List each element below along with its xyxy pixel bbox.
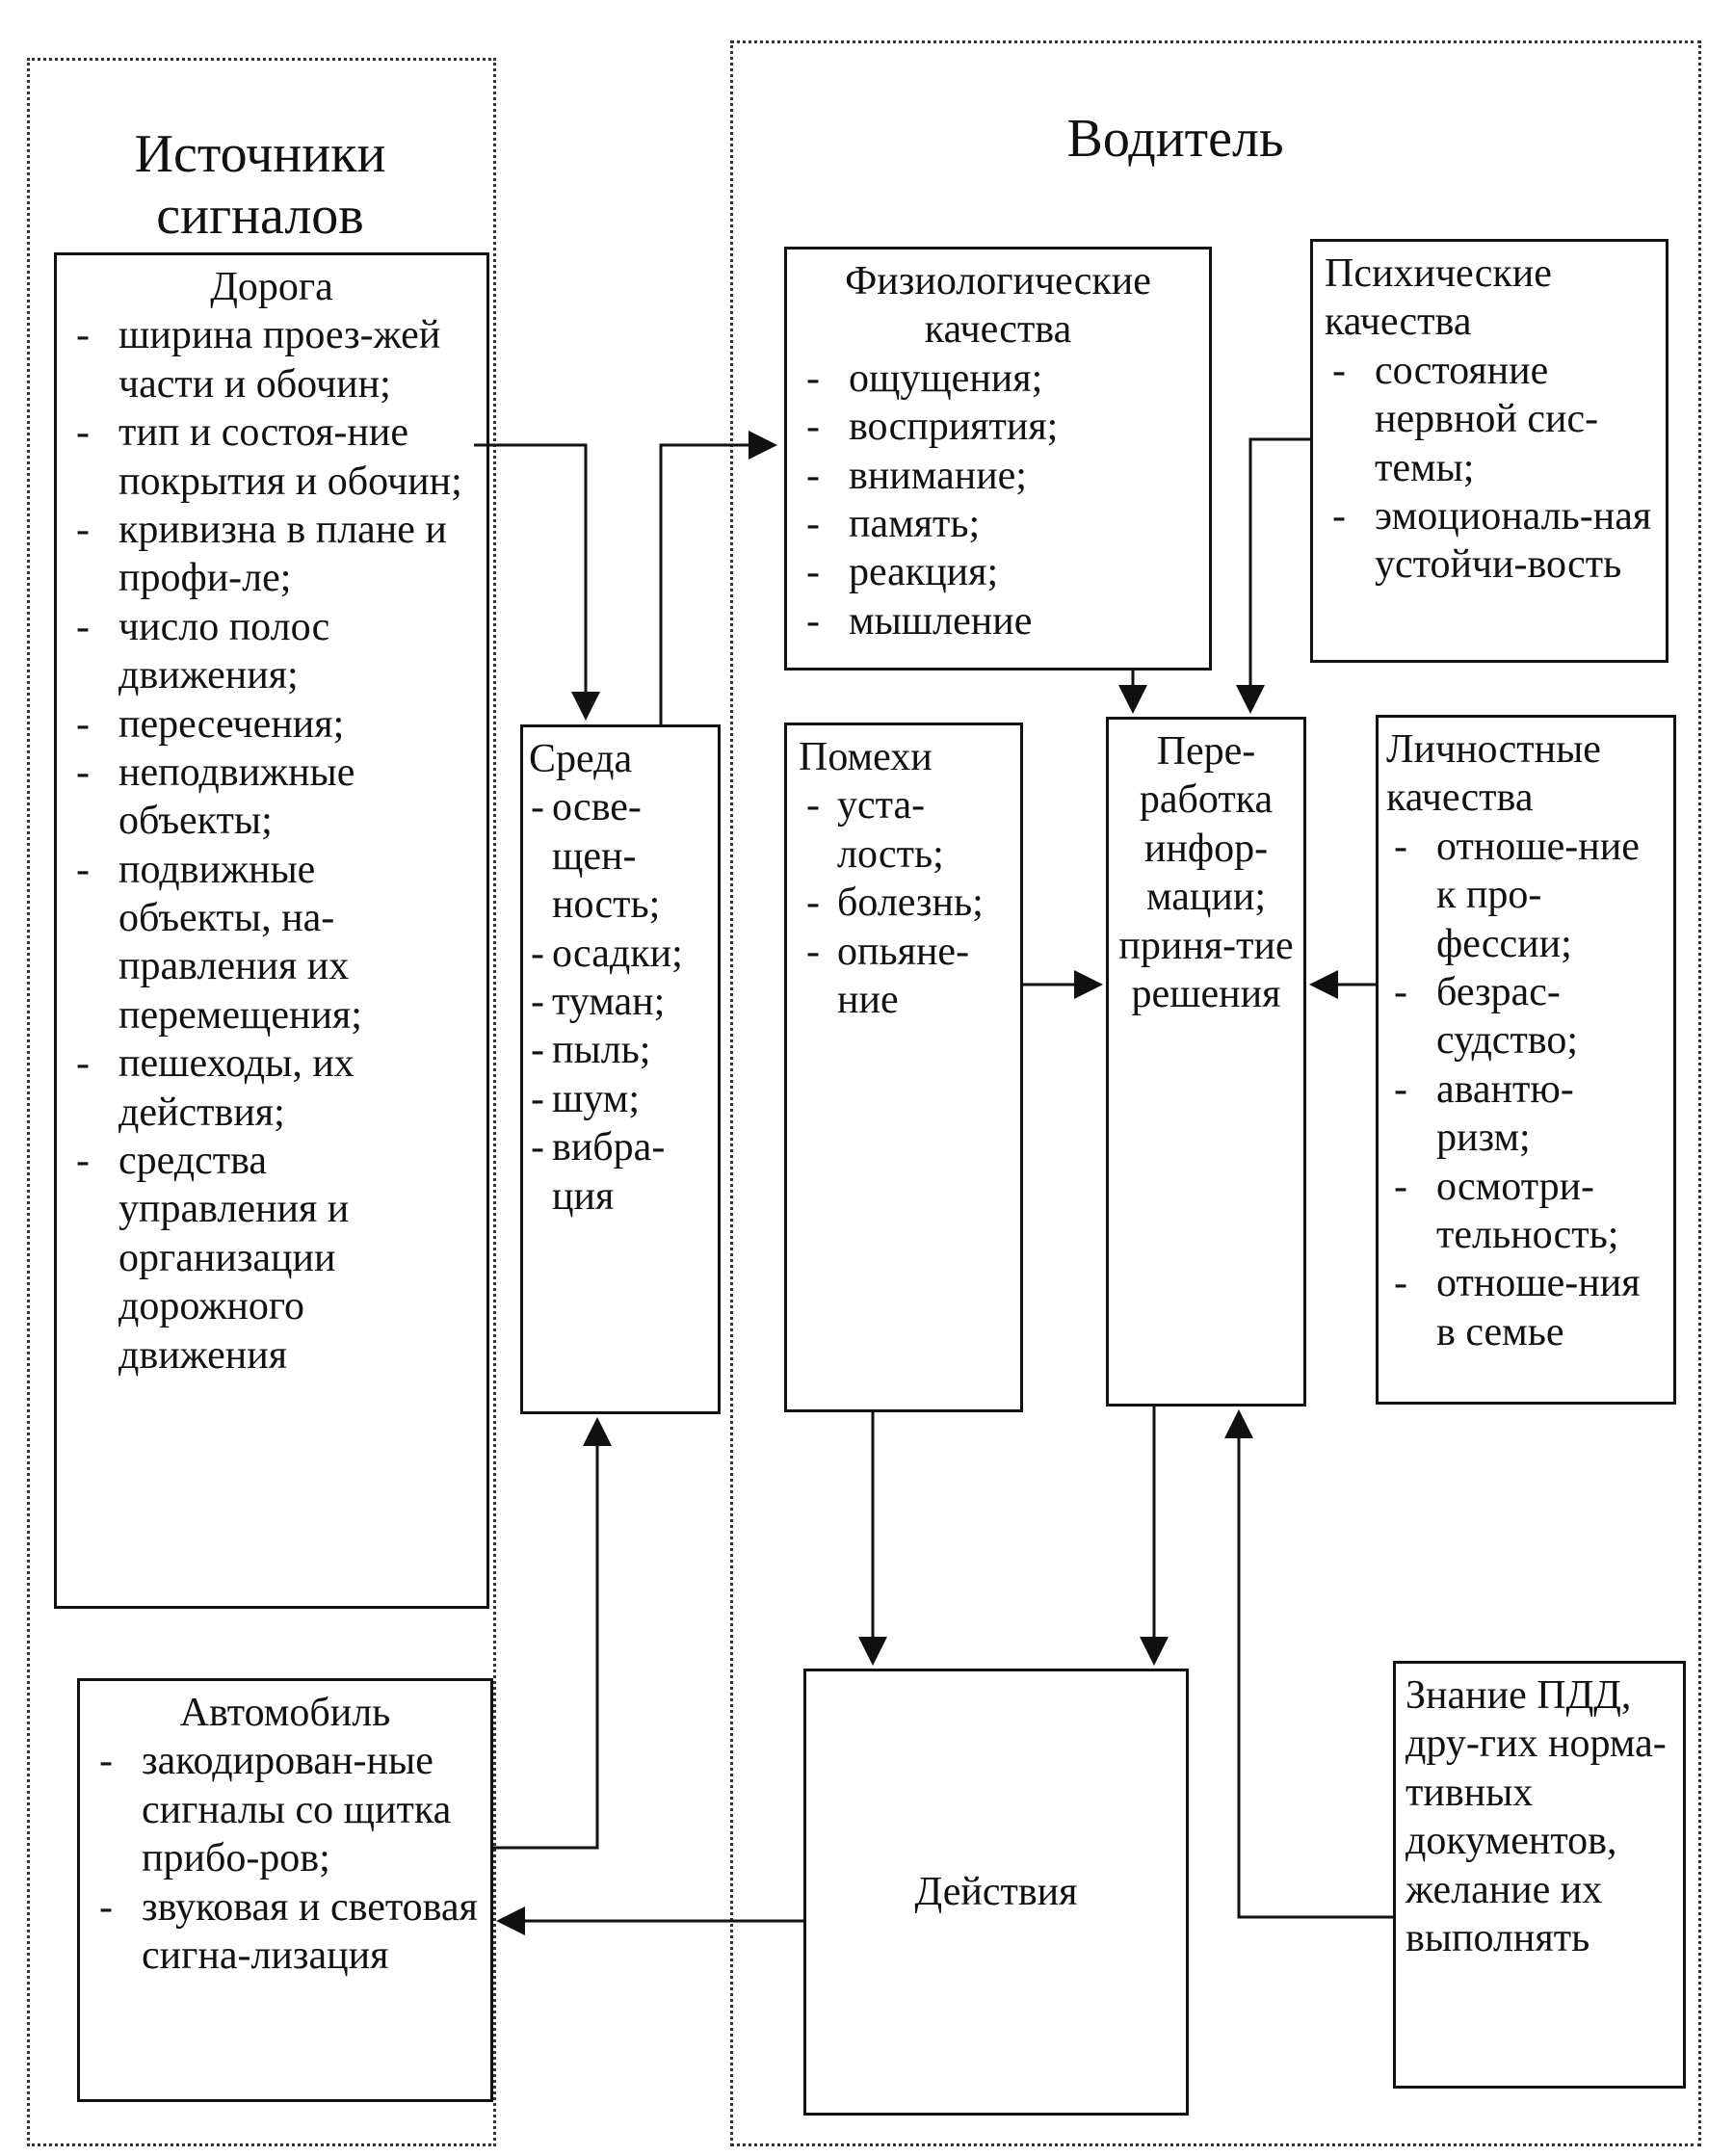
psychic-list: состояние нервной сис-темы; эмоциональ-н… (1325, 347, 1654, 590)
interference-box: Помехи уста-лость; болезнь; опьяне-ние (784, 723, 1023, 1412)
environment-item: туман; (529, 978, 712, 1027)
road-item: тип и состоя-ние покрытия и обочин; (68, 408, 475, 506)
environment-item: пыль; (529, 1026, 712, 1075)
psychic-title: Психические качества (1325, 251, 1552, 345)
personal-list: отноше-ние к про-фессии; безрас-судство;… (1386, 823, 1666, 1356)
environment-box: Среда осве-щен-ность; осадки; туман; пыл… (520, 724, 721, 1414)
physiological-item: ощущения; (799, 355, 1197, 404)
road-title: Дорога (210, 265, 333, 309)
environment-item: осве-щен-ность; (529, 783, 712, 929)
psychic-item: эмоциональ-ная устойчи-вость (1325, 492, 1654, 590)
interference-item: опьяне-ние (799, 928, 1009, 1025)
car-item: звуковая и световая сигна-лизация (92, 1883, 479, 1981)
personal-title: Личностные качества (1386, 727, 1601, 821)
driver-heading: Водитель (1066, 109, 1284, 169)
road-item: число полос движения; (68, 603, 475, 700)
knowledge-text: Знание ПДД, дру-гих норма-тивных докумен… (1406, 1673, 1667, 1960)
road-box: Дорога ширина проез-жей части и обочин; … (54, 252, 489, 1609)
processing-box: Пере-работка инфор-мации; приня-тие реше… (1106, 717, 1306, 1407)
road-item: неподвижные объекты; (68, 749, 475, 846)
car-box: Автомобиль закодирован-ные сигналы со щи… (77, 1678, 493, 2102)
physiological-item: реакция; (799, 548, 1197, 597)
road-item: ширина проез-жей части и обочин; (68, 311, 475, 408)
environment-list: осве-щен-ность; осадки; туман; пыль; шум… (529, 783, 712, 1221)
road-item: пешеходы, их действия; (68, 1039, 475, 1137)
actions-box: Действия (803, 1669, 1189, 2116)
interference-title: Помехи (799, 735, 933, 779)
personal-item: безрас-судство; (1386, 968, 1666, 1065)
environment-item: шум; (529, 1075, 712, 1124)
personal-item: осмотри-тельность; (1386, 1163, 1666, 1260)
personal-box: Личностные качества отноше-ние к про-фес… (1376, 715, 1676, 1405)
driver-region (730, 40, 1701, 2146)
physiological-item: внимание; (799, 452, 1197, 501)
environment-item: вибра-ция (529, 1123, 712, 1221)
processing-text: Пере-работка инфор-мации; приня-тие реше… (1118, 729, 1294, 1016)
car-title: Автомобиль (179, 1691, 391, 1735)
road-item: подвижные объекты, на-правления их перем… (68, 846, 475, 1040)
personal-item: отноше-ния в семье (1386, 1259, 1666, 1356)
knowledge-box: Знание ПДД, дру-гих норма-тивных докумен… (1393, 1661, 1686, 2089)
actions-text: Действия (914, 1869, 1078, 1914)
physiological-item: мышление (799, 597, 1197, 646)
psychic-box: Психические качества состояние нервной с… (1310, 239, 1668, 663)
road-list: ширина проез-жей части и обочин; тип и с… (68, 311, 475, 1380)
psychic-item: состояние нервной сис-темы; (1325, 347, 1654, 492)
interference-item: уста-лость; (799, 781, 1009, 879)
car-item: закодирован-ные сигналы со щитка прибо-р… (92, 1737, 479, 1882)
environment-item: осадки; (529, 930, 712, 979)
road-item: кривизна в плане и профи-ле; (68, 506, 475, 603)
arrow-car-to-environment (493, 1417, 612, 1850)
personal-item: отноше-ние к про-фессии; (1386, 823, 1666, 968)
physiological-item: восприятия; (799, 403, 1197, 452)
personal-item: авантю-ризм; (1386, 1065, 1666, 1163)
sources-region (27, 58, 496, 2146)
physiological-item: память; (799, 500, 1197, 549)
road-item: пересечения; (68, 700, 475, 749)
interference-list: уста-лость; болезнь; опьяне-ние (799, 781, 1009, 1024)
physiological-box: Физиологические качества ощущения; воспр… (784, 247, 1212, 670)
physiological-list: ощущения; восприятия; внимание; память; … (799, 355, 1197, 646)
car-list: закодирован-ные сигналы со щитка прибо-р… (92, 1737, 479, 1980)
interference-item: болезнь; (799, 879, 1009, 928)
environment-title: Среда (529, 737, 633, 781)
physiological-title: Физиологические качества (845, 259, 1151, 353)
road-item: средства управления и организации дорожн… (68, 1137, 475, 1380)
sources-heading: Источники сигналов (134, 124, 386, 247)
